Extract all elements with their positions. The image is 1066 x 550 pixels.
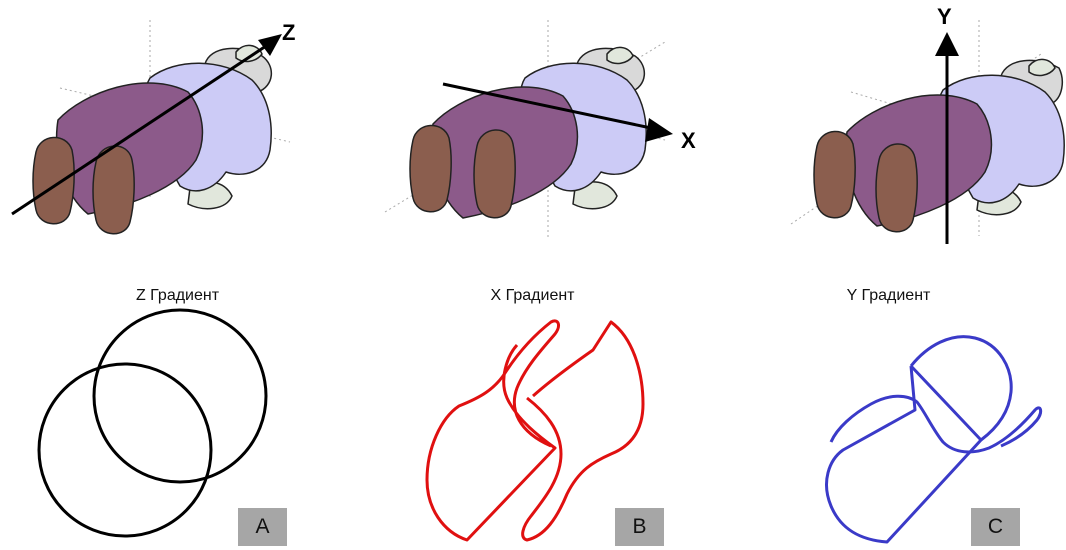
patient-illustration xyxy=(32,44,272,235)
patient-illustration xyxy=(409,46,647,219)
caption-y-gradient: Y Градиент xyxy=(846,287,931,304)
x-axis-arrow xyxy=(442,82,673,142)
badge-a: A xyxy=(238,508,287,546)
hand-right xyxy=(1028,58,1056,77)
shoe-left xyxy=(409,124,452,213)
badge-b: B xyxy=(615,508,664,546)
panel-y-gradient: Y Y Градиент C xyxy=(711,0,1066,550)
hand-right xyxy=(235,44,263,63)
caption-x-gradient: X Градиент xyxy=(490,287,575,304)
patient-illustration xyxy=(813,58,1065,233)
panel-x-gradient: X X Градиент B xyxy=(355,0,710,550)
shoe-left xyxy=(32,136,75,225)
hand-right xyxy=(606,46,634,65)
z-figure: Z xyxy=(11,20,295,538)
x-axis-label: X xyxy=(681,128,696,153)
x-figure: X xyxy=(384,20,696,542)
z-field-curve xyxy=(37,308,268,538)
y-axis-arrow xyxy=(935,32,959,244)
x-field-curve xyxy=(425,319,645,542)
shoe-right xyxy=(92,145,135,235)
z-axis-arrow xyxy=(11,34,282,216)
shoe-left xyxy=(813,130,856,219)
badge-c: C xyxy=(971,508,1020,546)
y-axis-label: Y xyxy=(937,4,952,29)
shoe-right xyxy=(875,143,918,233)
caption-z-gradient: Z Градиент xyxy=(135,287,220,304)
pants xyxy=(844,94,993,227)
z-axis-label: Z xyxy=(282,20,295,45)
reference-axes xyxy=(384,20,666,238)
y-figure: Y xyxy=(790,4,1065,544)
shoe-right xyxy=(473,129,516,219)
panel-z-gradient: Z Z Градиент A xyxy=(0,0,355,550)
y-field-curve xyxy=(825,335,1043,544)
